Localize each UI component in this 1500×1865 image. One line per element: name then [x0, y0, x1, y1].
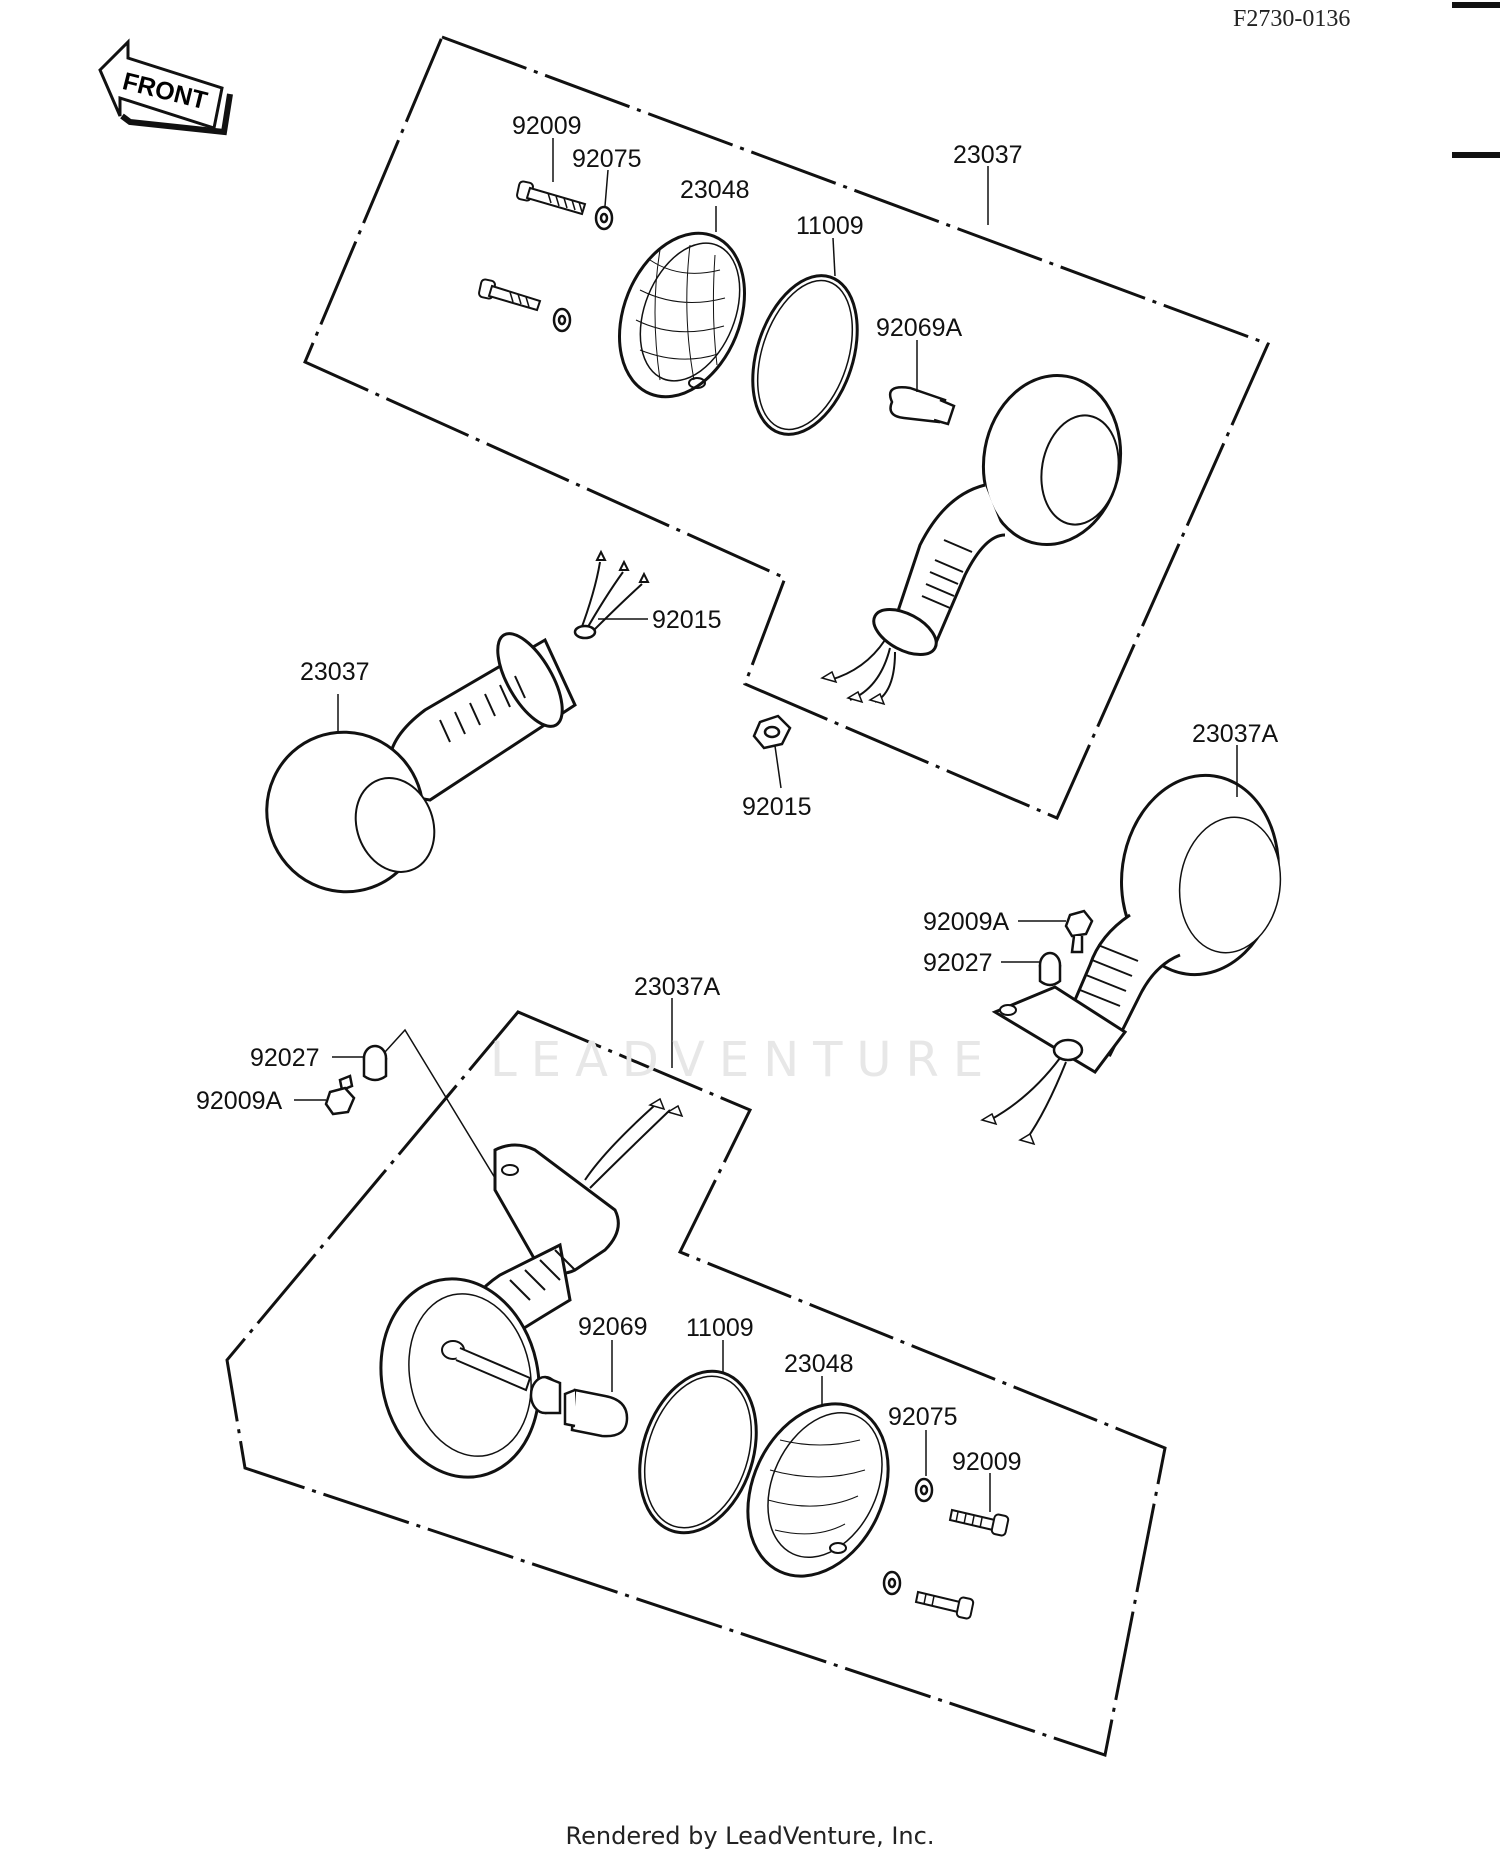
footer-credit: Rendered by LeadVenture, Inc.: [565, 1822, 935, 1850]
label-92015-nut: 92015: [742, 793, 812, 821]
washer-upper-a: [594, 205, 614, 231]
part-labels: 92009 92075 23048 11009 23037 92069A 920…: [196, 112, 1279, 1476]
label-92027-right: 92027: [923, 949, 993, 977]
bolt-92009A-left: [324, 1074, 356, 1116]
label-92069A: 92069A: [876, 314, 963, 342]
label-23048-bottom: 23048: [784, 1350, 854, 1378]
label-11009-top: 11009: [796, 212, 864, 240]
label-92009A-left: 92009A: [196, 1087, 283, 1115]
washer-lower-a: [914, 1477, 934, 1503]
label-92069: 92069: [578, 1313, 648, 1341]
leader-collar-to-mount: [384, 1028, 496, 1179]
washer-upper-b: [552, 307, 572, 333]
label-92027-left: 92027: [250, 1044, 320, 1072]
turn-signal-upper-left: [265, 632, 577, 894]
label-92075-top: 92075: [572, 145, 642, 173]
screw-lower-a: [948, 1508, 1010, 1537]
lens-upper: [618, 231, 746, 399]
collar-92027-left: [362, 1044, 388, 1082]
turn-signal-upper-right: [820, 373, 1123, 706]
edge-mark-top: [1452, 2, 1500, 8]
label-92009-bottom: 92009: [952, 1448, 1022, 1476]
lower-group-outline: [225, 1010, 1167, 1757]
label-23037A-lower: 23037A: [634, 973, 721, 1001]
turn-signal-right: [980, 773, 1282, 1146]
lens-lower: [746, 1402, 890, 1578]
leader-lines: [294, 138, 1238, 1512]
turn-signal-lower: [379, 1097, 684, 1479]
diagram-code: F2730-0136: [1233, 6, 1351, 32]
upper-group-outline: [303, 35, 1271, 820]
label-92015-wire: 92015: [652, 606, 722, 634]
label-92009A-right: 92009A: [923, 908, 1010, 936]
label-92009-top: 92009: [512, 112, 582, 140]
washer-lower-b: [882, 1570, 902, 1596]
wire-harness-92015: [573, 549, 650, 640]
bulb-upper: [888, 386, 956, 426]
edge-mark-second: [1452, 152, 1500, 158]
gasket-upper: [751, 274, 859, 436]
bulb-lower: [563, 1388, 629, 1438]
collar-92027-right: [1038, 951, 1062, 987]
label-92075-bottom: 92075: [888, 1403, 958, 1431]
label-23037A-right: 23037A: [1192, 720, 1279, 748]
screw-upper-b: [478, 278, 542, 312]
screw-lower-b: [914, 1590, 975, 1620]
bolt-92009A-right: [1064, 909, 1094, 954]
label-23048-top: 23048: [680, 176, 750, 204]
front-arrow-icon: FRONT: [98, 38, 233, 136]
nut-92015: [752, 714, 792, 750]
label-23037-left: 23037: [300, 658, 370, 686]
label-11009-bottom: 11009: [686, 1314, 754, 1342]
watermark: LEADVENTURE: [490, 1032, 998, 1088]
gasket-lower: [638, 1369, 758, 1535]
screw-upper-a: [516, 180, 587, 216]
label-23037-top: 23037: [953, 141, 1023, 169]
